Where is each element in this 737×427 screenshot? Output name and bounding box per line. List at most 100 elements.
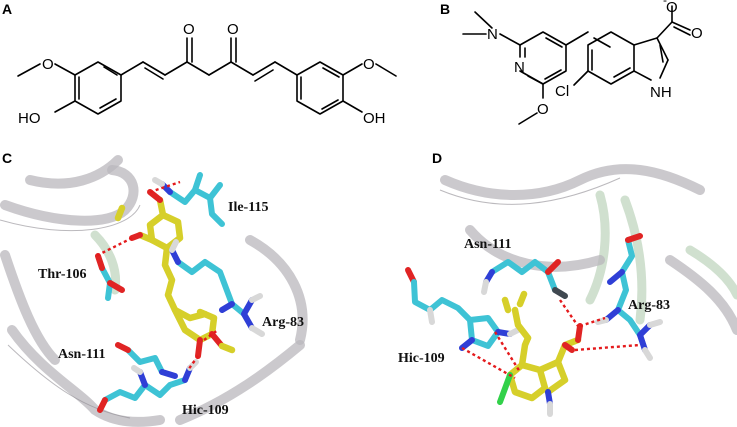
- chain-bond-1: [120, 61, 144, 76]
- d-ribbon-green-1: [585, 190, 610, 305]
- d-arg-n: [603, 269, 653, 353]
- c-asn-chain: [125, 347, 165, 375]
- right-methyl-bond: [375, 63, 397, 77]
- pyrrole-bond-4: [633, 70, 652, 81]
- chlorine: Cl: [555, 83, 569, 100]
- left-ring-double-2: [99, 98, 117, 109]
- d-hydrogen-bonds: [461, 299, 641, 380]
- c-label-hic-109: Hic-109: [182, 403, 229, 418]
- c-label-arg-83: Arg-83: [262, 315, 304, 330]
- c-hbond-arg: [203, 329, 219, 341]
- chain-bond-8: [274, 61, 298, 76]
- left-ring-double-1: [103, 66, 118, 76]
- carbonyl-bond: [671, 21, 691, 31]
- indole-double-1: [593, 37, 611, 48]
- left-methoxy-bond: [54, 63, 76, 76]
- d-asn-o: [545, 259, 561, 275]
- c-asn-o: [115, 342, 131, 353]
- c-ribbon-6: [245, 235, 308, 345]
- d-label-asn-111: Asn-111: [464, 237, 511, 252]
- c-hic-o: [97, 397, 108, 413]
- biaryl-bond: [565, 31, 589, 46]
- d-hbond-hic-1: [461, 346, 516, 380]
- c-asn-n: [159, 369, 178, 379]
- c-ile-h: [152, 177, 165, 187]
- b-methoxy-o: O: [537, 101, 549, 118]
- c-ribbon-edge-1: [0, 204, 141, 232]
- carboxylate-charge: -: [663, 0, 667, 7]
- amine-n: N: [487, 26, 498, 43]
- amine-ring-bond: [499, 33, 521, 46]
- right-ring-double-1: [322, 67, 340, 78]
- pyridine-double-2: [544, 69, 562, 80]
- right-hydroxyl: OH: [363, 110, 386, 127]
- c-thr-106-sticks: [95, 253, 125, 301]
- c-lig-methyl: [114, 204, 126, 222]
- carbonyl-o: O: [691, 25, 703, 42]
- d-asn-111-sticks: [481, 259, 568, 299]
- c-hbond-thr: [95, 236, 133, 258]
- d-hbond-hic-2: [493, 331, 522, 373]
- pyrrole-bond-1: [633, 37, 658, 46]
- panel-a: A O HO O O: [2, 1, 397, 127]
- chain-double-2: [254, 69, 274, 82]
- chloro-bond: [573, 70, 589, 86]
- ketone-left-o: O: [183, 21, 195, 38]
- panel-c-letter: C: [2, 150, 12, 166]
- d-hic-ring: [467, 315, 501, 349]
- d-label-arg-83: Arg-83: [628, 298, 670, 313]
- pyridine-double-1: [545, 37, 563, 48]
- c-hic-109-sticks: [97, 359, 199, 413]
- chain-bond-4: [186, 61, 210, 76]
- c-ribbon-3: [7, 325, 165, 427]
- d-asn-h: [481, 279, 489, 295]
- d-ribbon-green-2: [620, 195, 647, 325]
- d-ribbon-3: [665, 255, 737, 335]
- d-arg-83-sticks: [595, 233, 663, 361]
- n-methyl-1: [474, 11, 493, 29]
- carbonyl-double: [673, 26, 691, 36]
- d-hbond-arg-1: [579, 316, 606, 328]
- c-ribbon-4: [0, 250, 60, 365]
- c-label-ile-115: Ile-115: [228, 200, 268, 215]
- chain-double-1: [144, 67, 164, 80]
- c-label-thr-106: Thr-106: [38, 267, 86, 282]
- c-arg-83-sticks: [169, 239, 265, 337]
- indole-double-2: [613, 67, 631, 78]
- right-ring-double-2: [321, 99, 339, 110]
- chain-bond-6: [230, 61, 254, 76]
- c-thr-o2: [107, 280, 125, 293]
- curcumin-structure: O HO O O O: [17, 21, 397, 127]
- indole-compound-structure: N N O Cl: [462, 0, 703, 125]
- pyridine-n-bond-2: [527, 75, 544, 85]
- right-benzene-ring: [296, 61, 344, 115]
- c-arg-n: [169, 247, 255, 331]
- chain-bond-5: [208, 61, 232, 76]
- pyrrole-double: [659, 44, 664, 63]
- ketone-right-o: O: [227, 21, 239, 38]
- panel-b: B N N O Cl: [440, 0, 703, 125]
- c-lig-ring-bottom: [171, 306, 218, 344]
- c-curcumin-sticks: [114, 189, 236, 359]
- c-ile-115-sticks: [152, 172, 225, 227]
- pyrrole-bond-3: [659, 59, 669, 79]
- d-lig-carboxyl: [554, 336, 582, 366]
- d-arg-chain: [615, 237, 643, 338]
- b-methyl-bond: [518, 112, 538, 125]
- d-ligand-sticks: [497, 290, 583, 417]
- panel-d-letter: D: [432, 150, 442, 166]
- chain-bond-7: [252, 61, 276, 76]
- carboxylate-o: O: [666, 0, 678, 16]
- c-thr-oh: [95, 253, 105, 271]
- chain-bond-2: [142, 61, 166, 76]
- d-asn-chain: [489, 259, 558, 293]
- c-hbond-hic: [187, 355, 199, 371]
- c-label-asn-111: Asn-111: [58, 347, 105, 362]
- d-hbond-arg-2: [574, 343, 641, 352]
- c-lig-chain: [161, 244, 179, 314]
- d-hic-109-sticks: [405, 267, 521, 351]
- c-arg-chain: [175, 259, 235, 307]
- c-ile-chain-2: [192, 172, 225, 227]
